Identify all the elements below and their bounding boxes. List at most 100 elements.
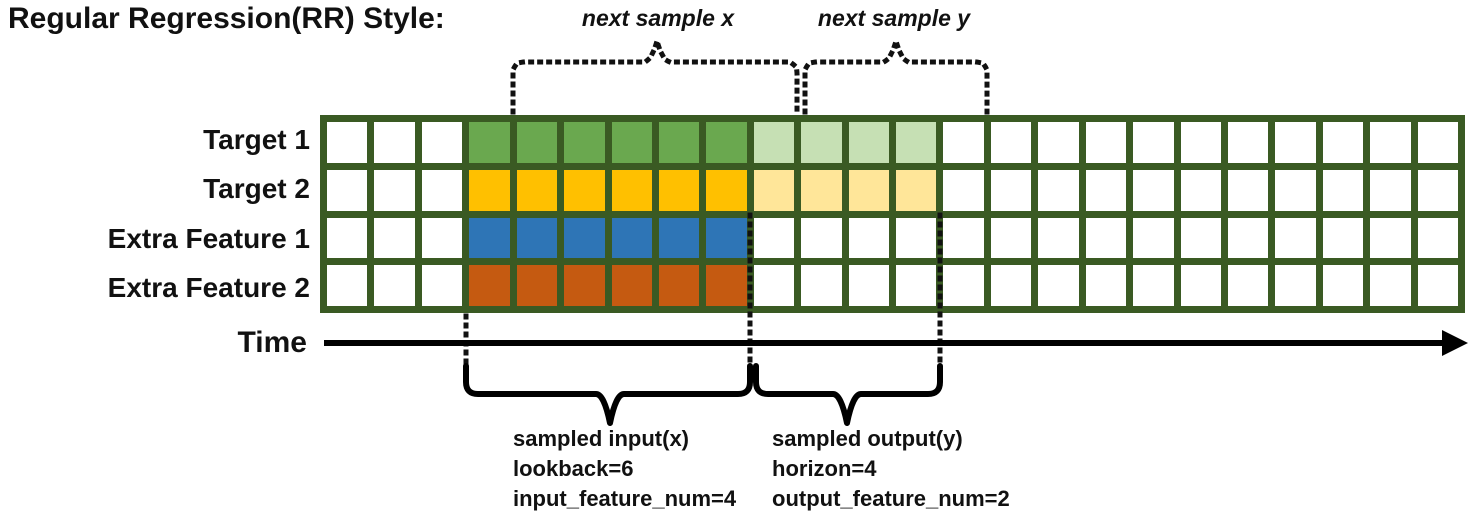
grid-cell xyxy=(469,265,510,306)
grid-cell xyxy=(1227,217,1269,259)
grid-cell xyxy=(706,265,747,306)
horizon-line: horizon=4 xyxy=(772,456,877,481)
grid-cell xyxy=(658,265,700,306)
next-sample-x-brace xyxy=(510,31,800,115)
grid-cell xyxy=(1275,265,1316,306)
grid-cell xyxy=(374,169,415,211)
grid-cell xyxy=(753,265,795,306)
grid-cell xyxy=(848,265,889,306)
grid-cell xyxy=(1038,265,1079,306)
grid-cell xyxy=(1417,169,1458,211)
grid-cell xyxy=(327,169,368,211)
grid-cell xyxy=(1133,265,1174,306)
grid-cell xyxy=(421,169,463,211)
grid-cell xyxy=(421,217,463,259)
grid-cell xyxy=(1085,122,1127,163)
grid-cell xyxy=(753,122,795,163)
grid-cell xyxy=(801,217,842,259)
grid-cell xyxy=(374,265,415,306)
next-sample-y-brace xyxy=(802,31,990,115)
lookback-line: lookback=6 xyxy=(513,456,634,481)
grid-cell xyxy=(611,265,652,306)
grid-cell xyxy=(469,169,510,211)
grid-cell xyxy=(516,122,558,163)
row-label-target-2: Target 2 xyxy=(203,173,310,204)
row-label-extra-feature-1: Extra Feature 1 xyxy=(107,223,310,254)
grid-cell xyxy=(1038,122,1079,163)
next-sample-y-label: next sample y xyxy=(817,5,971,31)
grid-cell xyxy=(1417,217,1458,259)
grid-cell xyxy=(753,169,795,211)
grid-cell xyxy=(374,217,415,259)
grid-cell xyxy=(1322,169,1364,211)
sampled-input-brace xyxy=(463,363,753,426)
grid-cell xyxy=(1417,122,1458,163)
grid-cell xyxy=(848,169,889,211)
grid-cell xyxy=(801,169,842,211)
grid-cell xyxy=(1370,265,1411,306)
sampled-output-annotation: sampled output(y) horizon=4 output_featu… xyxy=(772,424,1010,514)
row-label-extra-feature-2: Extra Feature 2 xyxy=(107,272,310,303)
next-sample-x-label: next sample x xyxy=(581,5,735,31)
grid-cell xyxy=(990,265,1032,306)
grid-cell xyxy=(1370,217,1411,259)
grid-cell xyxy=(753,217,795,259)
grid-cell xyxy=(1417,265,1458,306)
grid-cell xyxy=(990,122,1032,163)
grid-cell xyxy=(1370,122,1411,163)
grid-cell xyxy=(1085,169,1127,211)
grid-cell xyxy=(896,217,937,259)
grid-cell xyxy=(1085,217,1127,259)
grid-cell xyxy=(896,265,937,306)
sampled-input-annotation: sampled input(x) lookback=6 input_featur… xyxy=(513,424,736,514)
grid-cell xyxy=(516,169,558,211)
grid-cell xyxy=(421,265,463,306)
grid-cell xyxy=(1133,217,1174,259)
grid-cell xyxy=(611,122,652,163)
grid-cell xyxy=(943,122,984,163)
grid-cell xyxy=(1227,169,1269,211)
grid-cell xyxy=(1085,265,1127,306)
grid-cell xyxy=(943,265,984,306)
grid-cell xyxy=(374,122,415,163)
grid-cell xyxy=(469,122,510,163)
grid-cell xyxy=(1180,217,1221,259)
grid-cell xyxy=(327,265,368,306)
grid-cell xyxy=(1133,122,1174,163)
grid-cell xyxy=(1227,122,1269,163)
grid-cell xyxy=(801,265,842,306)
grid-cell xyxy=(990,217,1032,259)
grid-cell xyxy=(801,122,842,163)
grid-cell xyxy=(706,122,747,163)
grid-cell xyxy=(516,265,558,306)
grid-cell xyxy=(943,169,984,211)
sampled-output-brace xyxy=(753,363,943,426)
grid-cell xyxy=(564,169,605,211)
grid-cell xyxy=(1322,217,1364,259)
grid-cell xyxy=(564,265,605,306)
output-feature-num-line: output_feature_num=2 xyxy=(772,486,1010,511)
sampled-output-line: sampled output(y) xyxy=(772,426,963,451)
grid-cell xyxy=(1133,169,1174,211)
grid-cell xyxy=(1322,265,1364,306)
grid-cell xyxy=(658,169,700,211)
grid-cell xyxy=(327,217,368,259)
grid-cell xyxy=(1180,122,1221,163)
grid-cell xyxy=(469,217,510,259)
grid-cell xyxy=(611,217,652,259)
grid-cell xyxy=(611,169,652,211)
grid-cell xyxy=(1322,122,1364,163)
grid-cell xyxy=(848,122,889,163)
grid-cell xyxy=(1275,217,1316,259)
diagram-title: Regular Regression(RR) Style: xyxy=(8,2,445,35)
grid-cell xyxy=(1275,169,1316,211)
grid-cell xyxy=(421,122,463,163)
input-feature-num-line: input_feature_num=4 xyxy=(513,486,737,511)
grid-cell xyxy=(516,217,558,259)
sample-grid xyxy=(320,115,1465,313)
grid-cell xyxy=(1370,169,1411,211)
grid-cell xyxy=(1038,169,1079,211)
grid-cell xyxy=(706,169,747,211)
grid-cell xyxy=(658,122,700,163)
